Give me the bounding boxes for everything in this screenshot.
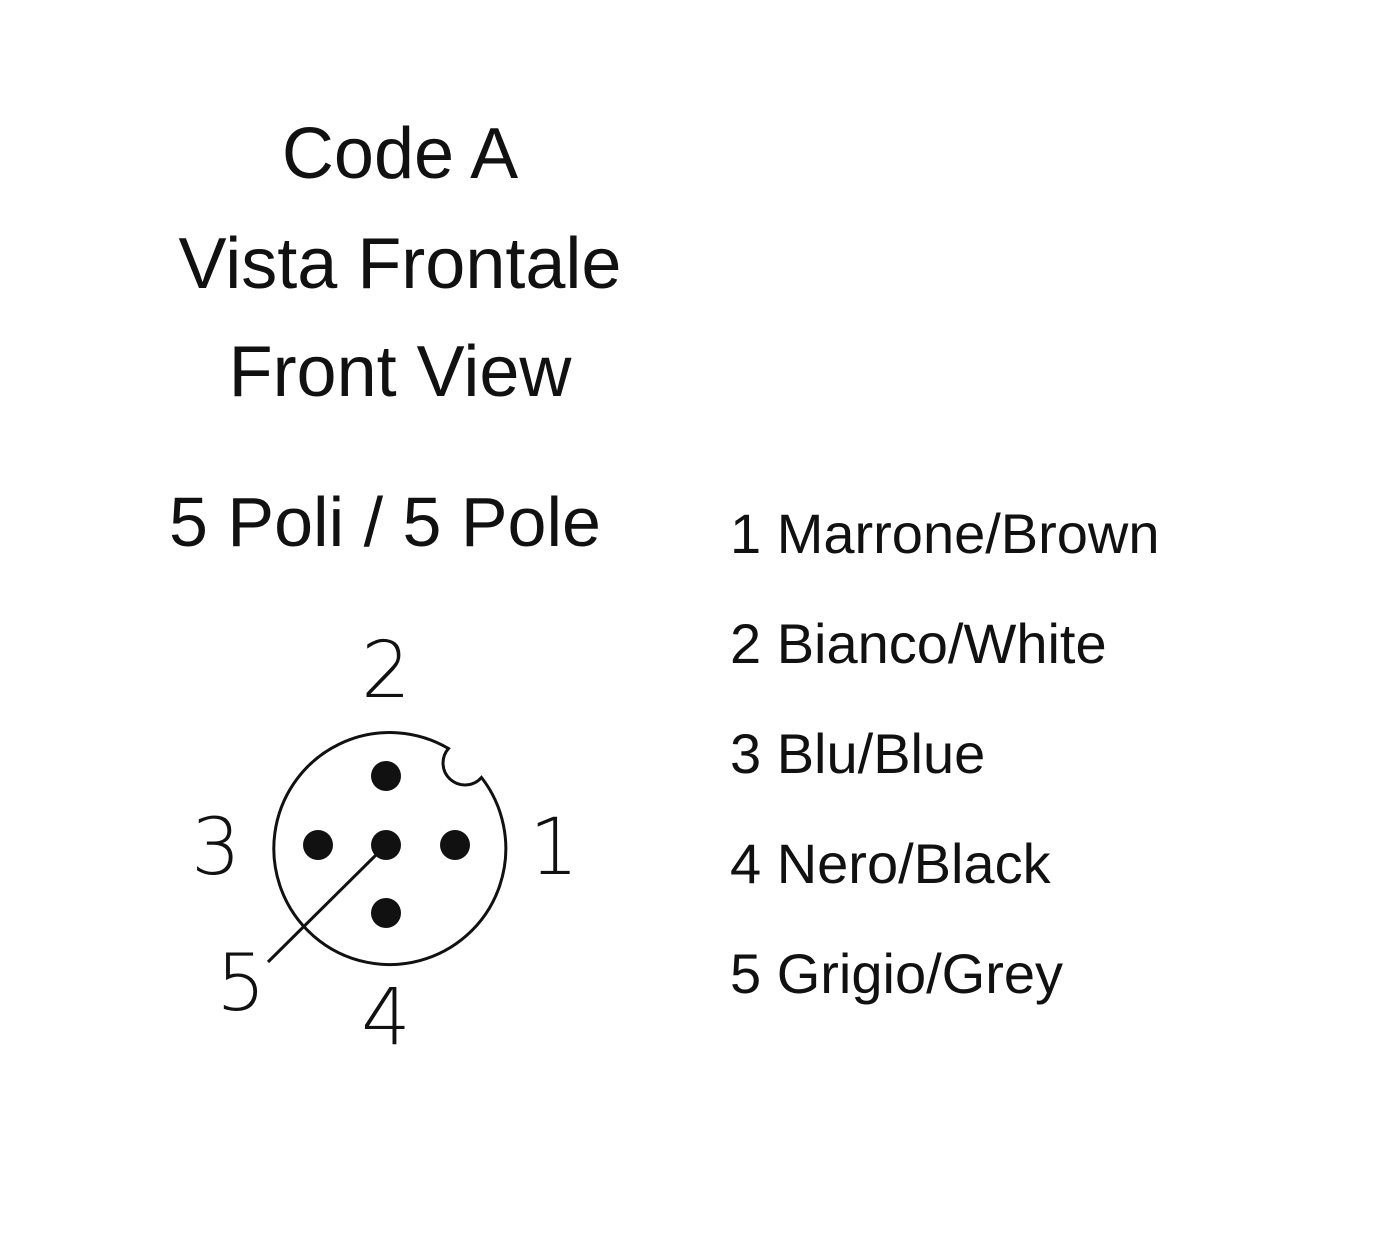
- legend-item-pin-2: 2 Bianco/White: [730, 612, 1107, 675]
- wire-color-legend: 1 Marrone/Brown 2 Bianco/White 3 Blu/Blu…: [730, 506, 1160, 1056]
- pin-label-4: 4: [361, 973, 411, 1060]
- legend-item-pin-3: 3 Blu/Blue: [730, 722, 986, 785]
- title-code: Code A: [281, 114, 519, 194]
- pin-label-2: 2: [361, 626, 411, 716]
- pin-4-contact: [371, 898, 401, 928]
- connector-front-view-diagram: 1 2 3 4 5: [191, 626, 579, 1060]
- connector-outline: [272, 731, 508, 967]
- legend-item-pin-4: 4 Nero/Black: [730, 832, 1051, 895]
- pole-count-label: 5 Poli / 5 Pole: [169, 483, 601, 561]
- pin-1-contact: [440, 830, 470, 860]
- title-view-english: Front View: [228, 332, 572, 412]
- legend-item-pin-1: 1 Marrone/Brown: [730, 502, 1160, 565]
- title-view-italian: Vista Frontale: [178, 224, 622, 304]
- pin-2-contact: [371, 761, 401, 791]
- pin-label-3: 3: [191, 803, 241, 893]
- pin-label-1: 1: [529, 803, 579, 893]
- pin-label-5: 5: [216, 939, 266, 1029]
- pin-3-contact: [303, 830, 333, 860]
- legend-item-pin-5: 5 Grigio/Grey: [730, 942, 1063, 1005]
- pin-5-leader-line: [266, 849, 382, 964]
